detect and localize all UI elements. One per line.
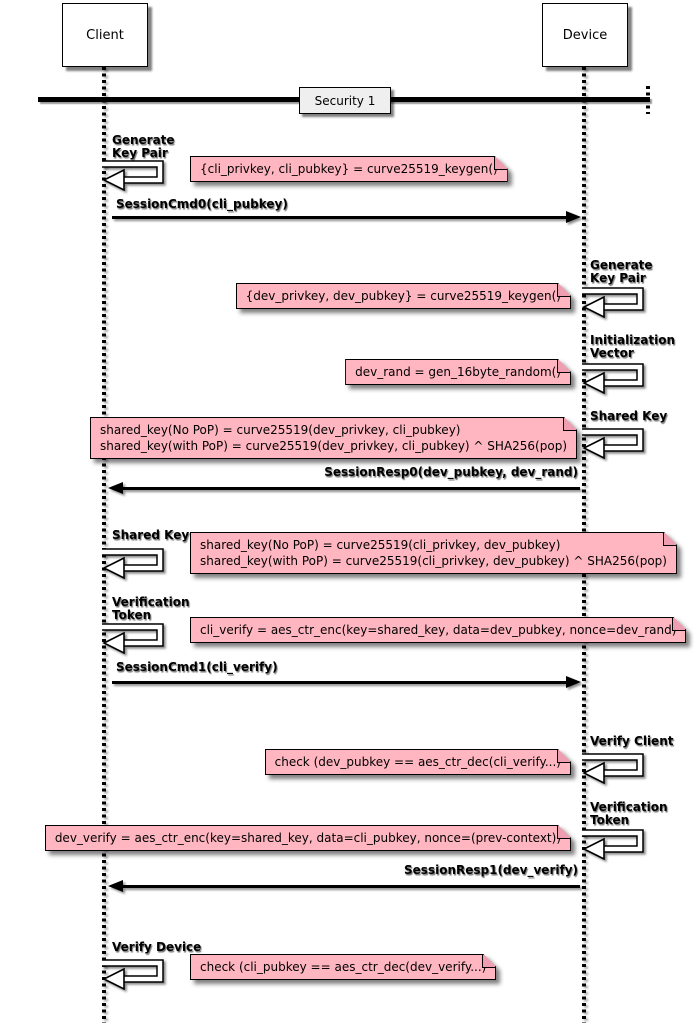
client-lifeline [102, 67, 106, 1023]
actor-client: Client [62, 3, 148, 67]
arrow-head-right [566, 211, 581, 223]
note-text: dev_verify = aes_ctr_enc(key=shared_key,… [45, 825, 571, 851]
device-verification-token-note: dev_verify = aes_ctr_enc(key=shared_key,… [45, 825, 571, 851]
device-init-vector-note: dev_rand = gen_16byte_random() [345, 359, 571, 385]
device-verify-client-self-arrow [582, 753, 644, 784]
device-verification-token-self-arrow [582, 829, 644, 860]
session-resp1-arrow [108, 880, 580, 893]
note-text: check (cli_pubkey == aes_ctr_dec(dev_ver… [190, 954, 496, 980]
divider-label: Security 1 [299, 87, 391, 114]
client-verification-token-note: cli_verify = aes_ctr_enc(key=shared_key,… [190, 617, 686, 643]
client-shared-key-note: shared_key(No PoP) = curve25519(cli_priv… [190, 532, 677, 574]
note-text: dev_rand = gen_16byte_random() [345, 359, 571, 385]
arrow-head-left [108, 482, 123, 494]
note-text: {dev_privkey, dev_pubkey} = curve25519_k… [236, 283, 571, 309]
arrow-line [121, 487, 580, 490]
session-resp0-label: SessionResp0(dev_pubkey, dev_rand) [324, 465, 578, 479]
arrow-head-left [108, 880, 123, 892]
client-keygen-note: {cli_privkey, cli_pubkey} = curve25519_k… [190, 156, 508, 182]
note-text: shared_key(No PoP) = curve25519(cli_priv… [190, 532, 677, 574]
client-shared-key-label: Shared Key [112, 528, 190, 542]
actor-device: Device [542, 3, 628, 67]
device-keygen-self-arrow [582, 287, 644, 318]
session-cmd0-arrow [112, 211, 581, 224]
device-shared-key-note: shared_key(No PoP) = curve25519(dev_priv… [90, 417, 577, 459]
actor-device-label: Device [562, 27, 608, 43]
client-verification-token-self-arrow [102, 623, 164, 654]
client-shared-key-self-arrow [102, 548, 164, 579]
note-text: shared_key(No PoP) = curve25519(dev_priv… [90, 417, 577, 459]
device-keygen-note: {dev_privkey, dev_pubkey} = curve25519_k… [236, 283, 571, 309]
device-verification-token-label: Verification Token [590, 800, 668, 827]
arrow-head-right [566, 676, 581, 688]
client-keygen-label: Generate Key Pair [112, 133, 175, 160]
note-text: cli_verify = aes_ctr_enc(key=shared_key,… [190, 617, 686, 643]
device-init-vector-self-arrow [582, 363, 644, 394]
client-keygen-self-arrow [102, 160, 164, 191]
session-resp1-label: SessionResp1(dev_verify) [404, 863, 578, 877]
session-resp0-arrow [108, 482, 580, 495]
client-verification-token-label: Verification Token [112, 595, 190, 622]
session-cmd1-label: SessionCmd1(cli_verify) [116, 660, 278, 674]
session-cmd1-arrow [112, 676, 581, 689]
device-verify-client-label: Verify Client [590, 734, 674, 748]
arrow-line [112, 681, 568, 684]
device-verify-client-note: check (dev_pubkey == aes_ctr_dec(cli_ver… [265, 749, 571, 775]
device-shared-key-label: Shared Key [590, 409, 668, 423]
device-init-vector-label: Initialization Vector [590, 333, 676, 360]
divider-label-text: Security 1 [314, 93, 376, 108]
note-text: {cli_privkey, cli_pubkey} = curve25519_k… [190, 156, 508, 182]
arrow-line [121, 885, 580, 888]
arrow-line [112, 216, 568, 219]
device-keygen-label: Generate Key Pair [590, 258, 653, 285]
client-verify-device-self-arrow [102, 959, 164, 990]
actor-client-label: Client [86, 27, 124, 43]
device-shared-key-self-arrow [582, 428, 644, 459]
note-text: check (dev_pubkey == aes_ctr_dec(cli_ver… [265, 749, 571, 775]
client-verify-device-note: check (cli_pubkey == aes_ctr_dec(dev_ver… [190, 954, 496, 980]
client-verify-device-label: Verify Device [112, 940, 202, 954]
diagram-edge-mark [646, 86, 650, 114]
session-cmd0-label: SessionCmd0(cli_pubkey) [116, 197, 288, 211]
